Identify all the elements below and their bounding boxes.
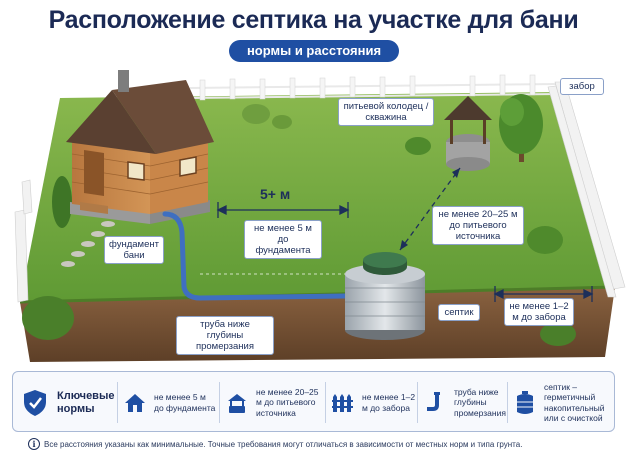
bush-front-right (540, 322, 576, 346)
fence-label: забор (560, 78, 604, 95)
info-icon: i (28, 438, 40, 450)
legend-key: Ключевые нормы (21, 372, 121, 433)
foundation-distance-label: не менее 5 м до фундамента (244, 220, 322, 259)
legend-item-well: не менее 20–25 м до питьевого источника (223, 372, 327, 433)
key-norms-legend: Ключевые нормы не менее 5 м до фундамент… (12, 371, 615, 432)
shield-check-icon (21, 389, 49, 417)
legend-pipe-text: труба ниже глубины промерзания (454, 386, 506, 418)
house-icon (121, 389, 149, 417)
bush-back-1 (242, 104, 270, 124)
tree-right (499, 94, 543, 162)
legend-tank-text: септик – герметичный накопительный или с… (544, 381, 605, 424)
bush-right (527, 226, 563, 254)
legend-item-tank: септик – герметичный накопительный или с… (511, 372, 615, 433)
tank-icon (511, 389, 539, 417)
fence-icon (329, 389, 357, 417)
bush-front-left (22, 296, 74, 340)
legend-key-label: Ключевые нормы (57, 389, 115, 415)
bush-back-2 (272, 115, 292, 129)
legend-item-foundation: не менее 5 м до фундамента (121, 372, 221, 433)
pipe-label: труба ниже глубины промерзания (176, 316, 274, 355)
well-icon (223, 389, 251, 417)
fence-right (547, 81, 626, 298)
septic-tank (345, 252, 425, 340)
drinking-well (444, 96, 492, 171)
fence-left (14, 179, 33, 303)
path-stones (61, 221, 115, 267)
pipe-icon (421, 389, 449, 417)
fence-pickets (199, 74, 536, 101)
septic-label: септик (438, 304, 480, 321)
legend-item-pipe: труба ниже глубины промерзания (421, 372, 509, 433)
dimension-5m (216, 202, 350, 218)
well-distance-label: не менее 20–25 м до питьевого источника (432, 206, 524, 245)
legend-well-text: не менее 20–25 м до питьевого источника (256, 386, 319, 418)
fence-distance-label: не менее 1–2 м до забора (504, 298, 574, 326)
cypress-left (52, 176, 72, 228)
foundation-label: фундамент бани (104, 236, 164, 264)
dimension-well (399, 167, 461, 251)
legend-fence-text: не менее 1–2 м до забора (362, 392, 416, 413)
dimension-fence (493, 286, 594, 302)
bush-mid (405, 137, 431, 155)
sewer-pipe (162, 211, 348, 301)
subtitle-badge: нормы и расстояния (229, 40, 399, 62)
legend-item-fence: не менее 1–2 м до забора (329, 372, 419, 433)
illustration-scene: забор питьевой колодец / скважина фундам… (0, 62, 627, 367)
distance-5m-label: 5+ м (260, 186, 291, 202)
well-label: питьевой колодец / скважина (338, 98, 434, 126)
banya-house (66, 70, 214, 224)
footnote: Все расстояния указаны как минимальные. … (44, 440, 523, 449)
fence-back (189, 83, 561, 99)
page-title: Расположение септика на участке для бани (48, 6, 579, 34)
legend-foundation-text: не менее 5 м до фундамента (154, 392, 216, 413)
